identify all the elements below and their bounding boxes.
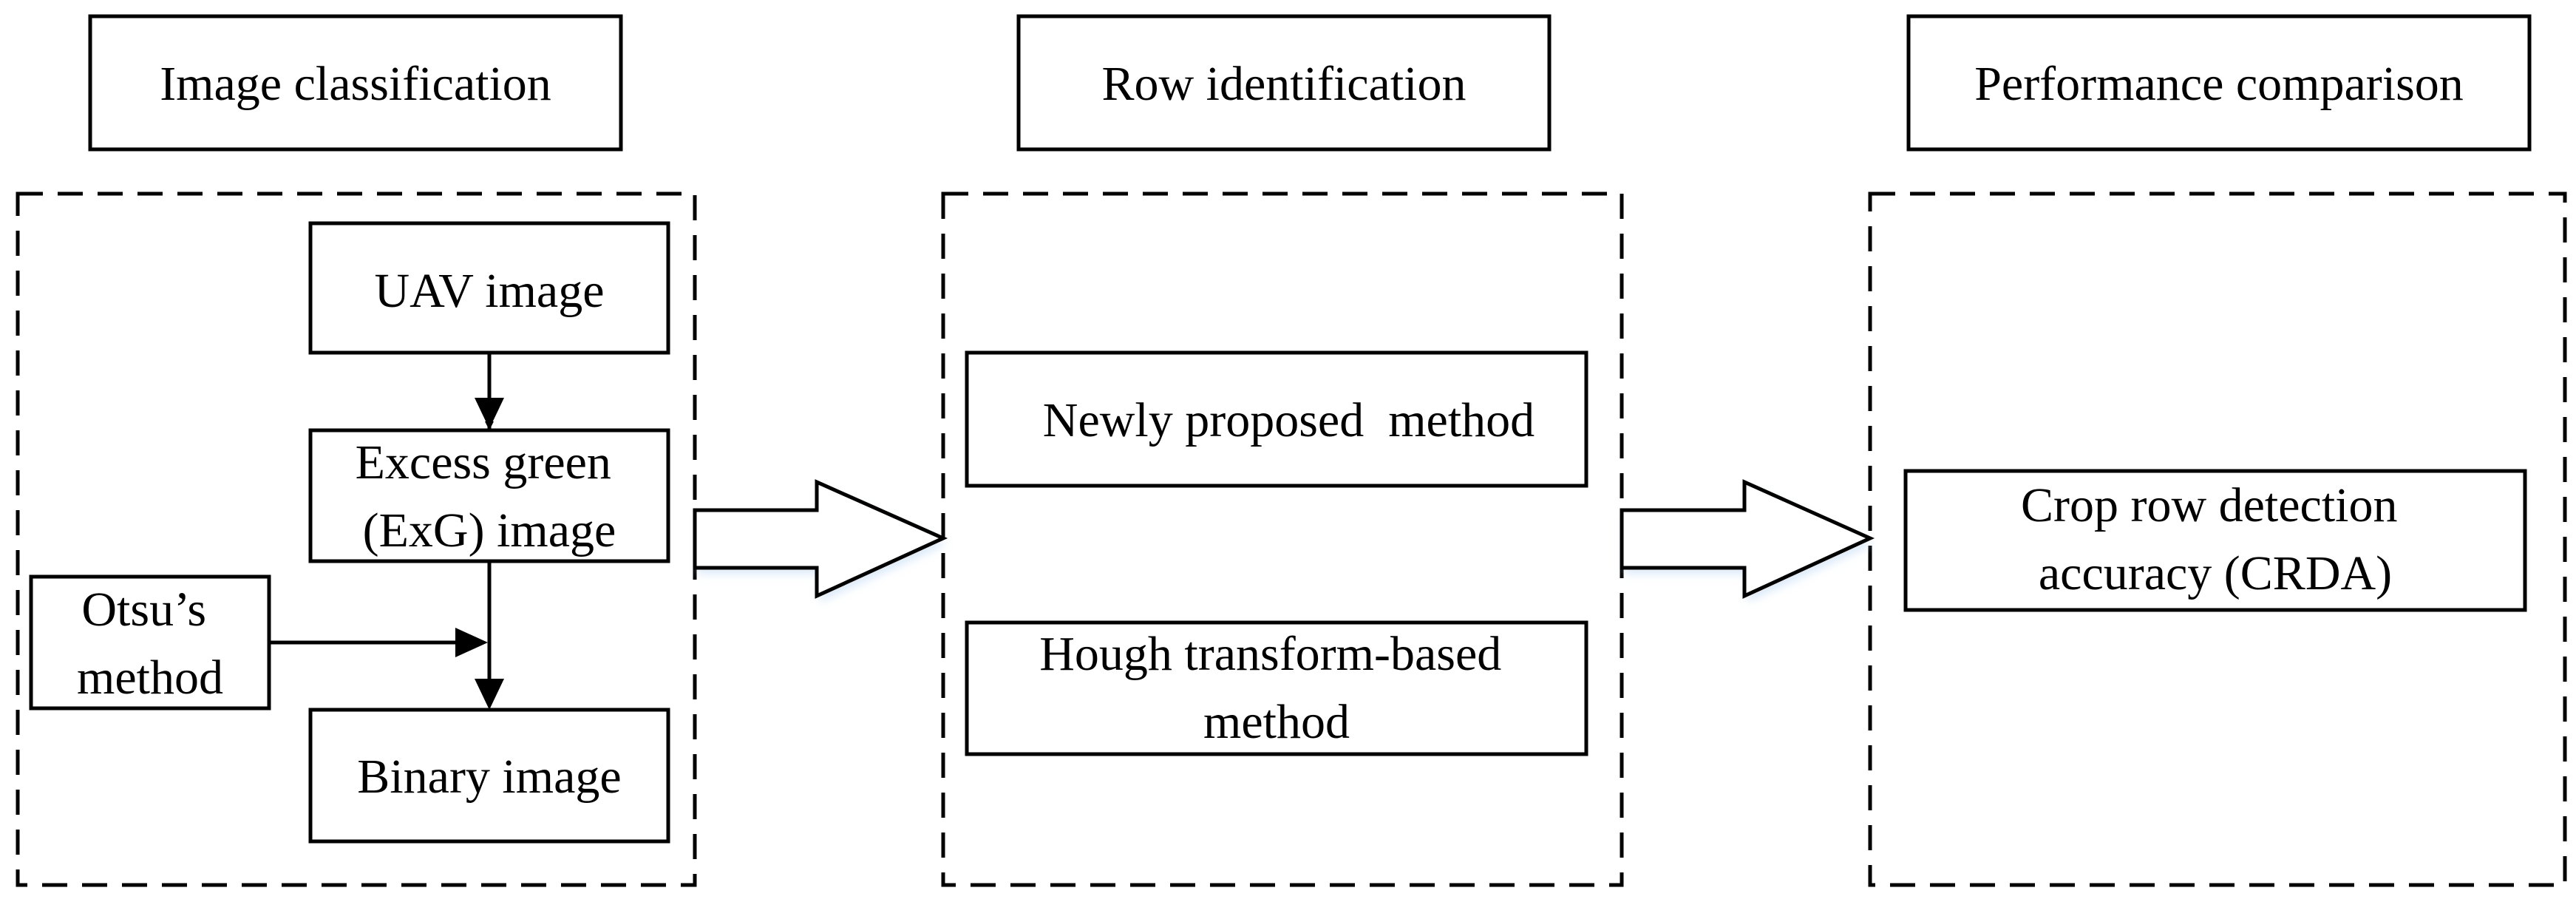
stage-container-identification [941, 191, 1624, 887]
newly-proposed-method-box: Newly proposed method [957, 350, 1595, 488]
stage-title-comparison-text: Performance comparison [1974, 57, 2464, 111]
stage-title-identification-text: Row identification [1101, 57, 1466, 111]
otsu-method-label: Otsu’s method [77, 583, 223, 705]
stage-title-comparison: Performance comparison [1906, 14, 2532, 152]
arrowhead-uav-to-exg [475, 398, 504, 429]
block-arrow-classification-to-identification [693, 479, 948, 602]
otsu-method-box: Otsu’s method [29, 574, 271, 711]
newly-proposed-method-label: Newly proposed method [957, 393, 1595, 447]
otsu-line-2: method [77, 651, 223, 705]
stage-title-classification-text: Image classification [160, 57, 551, 111]
hough-method-label: Hough transform-based method [1039, 627, 1514, 749]
block-arrow-identification-to-comparison [1620, 479, 1875, 602]
stage-container-comparison [1868, 191, 2567, 887]
arrowhead-exg-to-binary [475, 679, 504, 710]
stage-title-identification: Row identification [1016, 14, 1552, 152]
exg-image-box: Excess green (ExG) image [308, 428, 670, 563]
uav-image-box: UAV image [308, 221, 670, 355]
proposed-line-1: Newly proposed method [1043, 393, 1535, 447]
binary-image-label: Binary image [357, 750, 621, 804]
uav-image-label: UAV image [374, 264, 604, 318]
crda-label: Crop row detection accuracy (CRDA) [2021, 478, 2410, 600]
hough-line-1: Hough transform-based [1039, 627, 1501, 681]
crda-box: Crop row detection accuracy (CRDA) [1903, 469, 2527, 612]
crda-line-2: accuracy (CRDA) [2039, 546, 2392, 600]
exg-image-label: Excess green (ExG) image [356, 435, 624, 557]
binary-image-box: Binary image [308, 708, 670, 844]
uav-image-line-1: UAV image [374, 264, 604, 318]
exg-image-line-2: (ExG) image [363, 503, 616, 557]
otsu-line-1: Otsu’s [81, 583, 206, 637]
binary-image-line-1: Binary image [357, 750, 621, 804]
crda-line-1: Crop row detection [2021, 478, 2398, 532]
hough-line-2: method [1203, 695, 1350, 749]
arrowhead-otsu-to-flow [455, 628, 488, 657]
hough-method-box: Hough transform-based method [965, 620, 1588, 756]
exg-image-line-1: Excess green [356, 435, 611, 489]
stage-title-classification: Image classification [88, 14, 623, 152]
